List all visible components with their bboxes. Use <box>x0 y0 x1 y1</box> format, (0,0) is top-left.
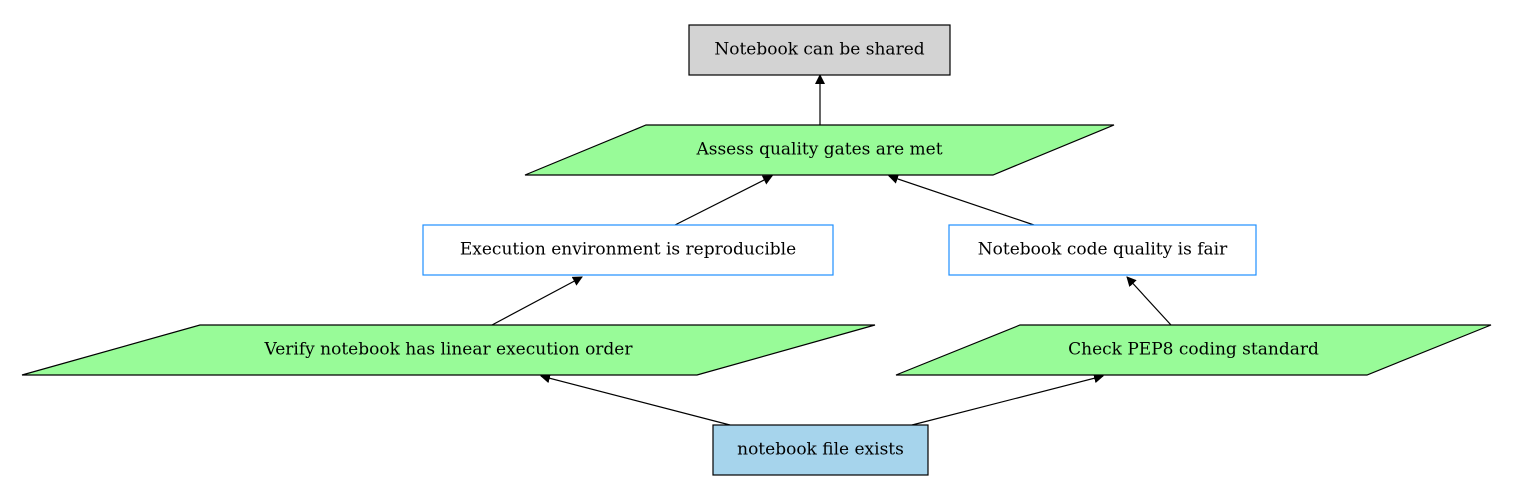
node-pep8-label: Check PEP8 coding standard <box>1068 340 1319 360</box>
node-code-quality-label: Notebook code quality is fair <box>978 240 1228 260</box>
node-code-quality: Notebook code quality is fair <box>948 224 1257 276</box>
edge-pep8-to-code-quality <box>1126 276 1172 326</box>
edges <box>491 74 1172 426</box>
node-goal: Notebook can be shared <box>688 24 951 76</box>
edge-start-to-pep8 <box>911 373 1104 426</box>
node-assess-label: Assess quality gates are met <box>695 140 942 160</box>
node-assess: Assess quality gates are met <box>524 124 1115 176</box>
node-environment-label: Execution environment is reproducible <box>460 240 796 260</box>
edge-environment-to-assess <box>674 175 773 226</box>
node-pep8: Check PEP8 coding standard <box>895 324 1492 376</box>
node-environment: Execution environment is reproducible <box>422 224 834 276</box>
node-start-label: notebook file exists <box>737 440 904 460</box>
node-start: notebook file exists <box>712 424 929 476</box>
edge-code-quality-to-assess <box>888 174 1035 226</box>
edge-linear-order-to-environment <box>491 276 583 326</box>
edge-start-to-linear-order <box>540 373 731 426</box>
node-linear-order-label: Verify notebook has linear execution ord… <box>264 340 634 360</box>
node-goal-label: Notebook can be shared <box>714 40 924 60</box>
node-linear-order: Verify notebook has linear execution ord… <box>21 324 876 376</box>
